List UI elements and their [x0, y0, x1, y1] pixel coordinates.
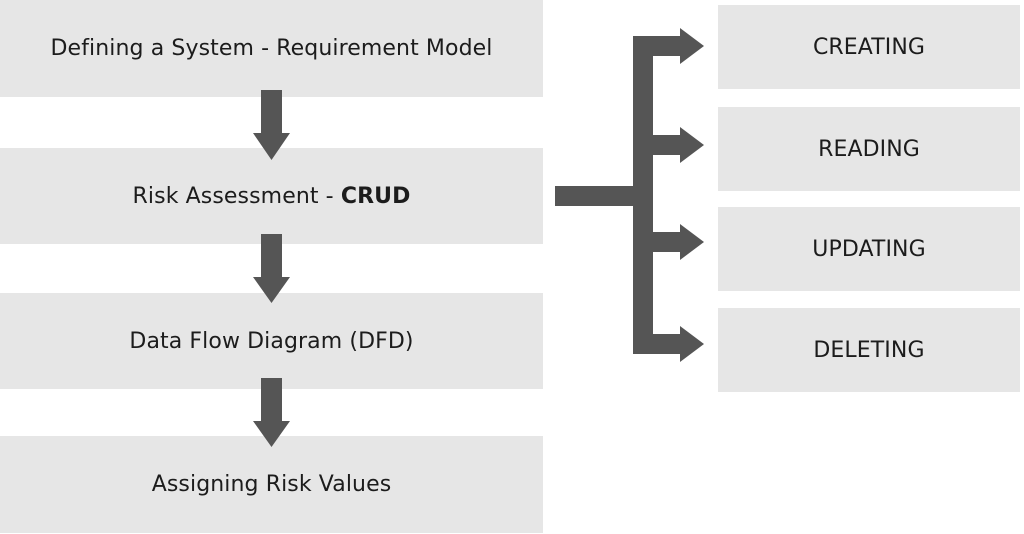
crud-box-deleting: DELETING	[718, 308, 1020, 392]
crud-box-reading: READING	[718, 107, 1020, 191]
crud-label-reading: READING	[818, 136, 920, 162]
crud-box-creating: CREATING	[718, 5, 1020, 89]
step-box-assigning-risk-values: Assigning Risk Values	[0, 436, 543, 533]
step-label-assigning-risk-values: Assigning Risk Values	[151, 472, 392, 497]
step-label-crud-emphasis: CRUD	[340, 183, 411, 209]
step-box-risk-assessment: Risk Assessment - CRUD	[0, 148, 543, 244]
crud-label-deleting: DELETING	[813, 337, 925, 363]
crud-label-updating: UPDATING	[812, 236, 926, 262]
step-label-requirement-model: Defining a System - Requirement Model	[50, 36, 493, 61]
branch-stem	[555, 186, 635, 206]
step-box-data-flow-diagram: Data Flow Diagram (DFD)	[0, 293, 543, 389]
branch-arrow-creating	[633, 28, 704, 64]
step-box-requirement-model: Defining a System - Requirement Model	[0, 0, 543, 97]
branch-bus	[633, 36, 653, 354]
step-label-data-flow-diagram: Data Flow Diagram (DFD)	[129, 328, 414, 354]
step-label-risk-assessment: Risk Assessment -	[132, 183, 341, 209]
branch-arrow-reading	[653, 127, 704, 163]
branch-arrow-updating	[653, 224, 704, 260]
branch-arrow-deleting	[633, 326, 704, 362]
crud-box-updating: UPDATING	[718, 207, 1020, 291]
crud-label-creating: CREATING	[812, 34, 926, 60]
